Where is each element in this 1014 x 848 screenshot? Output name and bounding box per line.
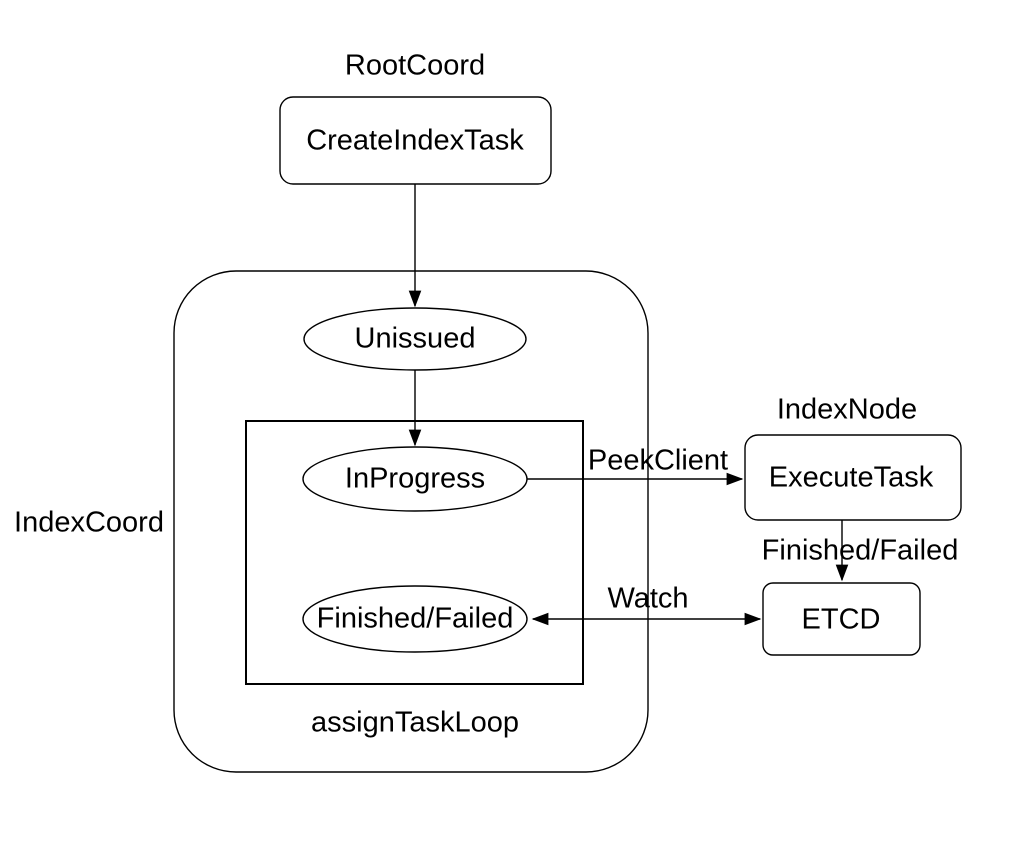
in-progress-label: InProgress [344, 462, 486, 495]
index-coord-container [173, 270, 649, 773]
execute-task-box [744, 434, 962, 521]
root-coord-label: RootCoord [344, 49, 486, 82]
finished-failed-ellipse [302, 585, 528, 653]
assign-task-loop-label: assignTaskLoop [311, 706, 519, 739]
index-coord-label: IndexCoord [14, 506, 164, 539]
index-node-label: IndexNode [776, 393, 918, 426]
watch-edge-label: Watch [607, 582, 689, 615]
finished-failed-label: Finished/Failed [316, 602, 514, 635]
etcd-box [762, 582, 921, 656]
finished-failed-edge-label: Finished/Failed [761, 534, 959, 567]
create-index-task-label: CreateIndexTask [306, 124, 524, 157]
peek-client-edge-label: PeekClient [587, 444, 729, 477]
unissued-label: Unissued [354, 322, 476, 355]
execute-task-label: ExecuteTask [768, 461, 934, 494]
etcd-label: ETCD [801, 603, 881, 636]
